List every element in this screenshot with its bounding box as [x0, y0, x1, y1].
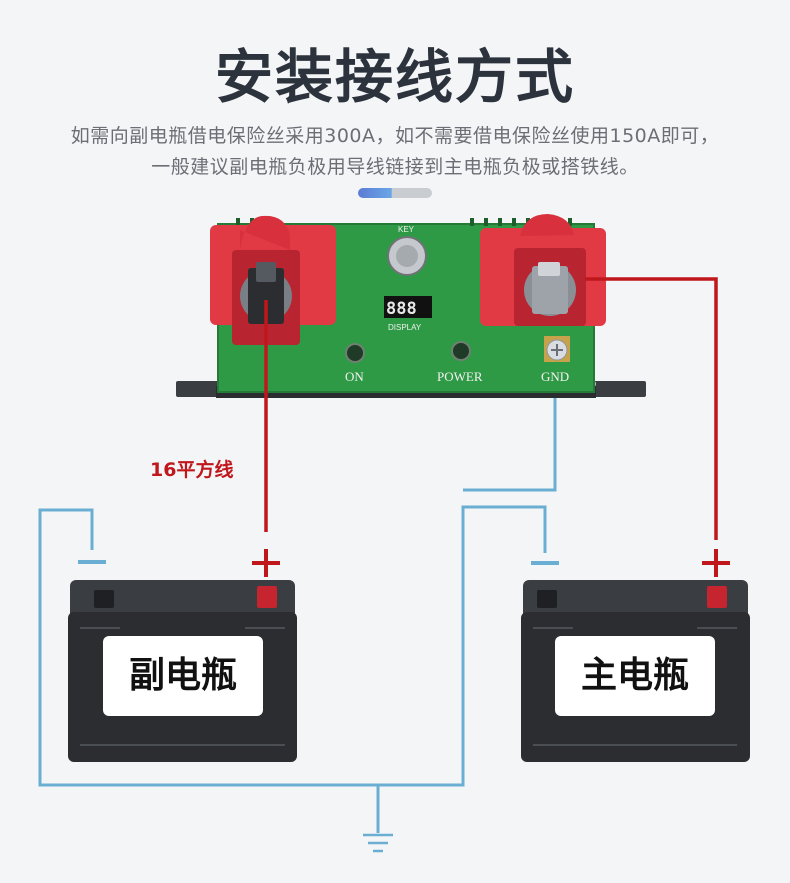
gnd-wire	[463, 385, 557, 492]
left-battery-label: 副电瓶	[103, 636, 263, 716]
left-negative-wire	[38, 505, 547, 787]
on-label: ON	[345, 369, 364, 384]
positive-wiring	[264, 277, 718, 540]
on-led	[345, 343, 365, 363]
page-title: 安装接线方式	[214, 43, 575, 111]
display-label: DISPLAY	[388, 323, 422, 332]
subtitle-line-1: 如需向副电瓶借电保险丝采用300A，如不需要借电保险丝使用150A即可，	[70, 125, 720, 147]
key-label: KEY	[398, 225, 415, 234]
converter-device: KEY 888 DISPLAY ON POWER GND	[176, 214, 646, 398]
power-label: POWER	[437, 369, 483, 384]
display-digits: 888	[386, 299, 417, 319]
gnd-label: GND	[541, 369, 569, 384]
left-positive-marker	[252, 549, 280, 577]
subtitle-line-2: 一般建议副电瓶负极用导线链接到主电瓶负极或搭铁线。	[151, 156, 639, 178]
title-divider	[358, 188, 432, 198]
right-positive-marker	[702, 549, 730, 577]
gnd-screw-icon	[544, 336, 570, 362]
power-led	[451, 341, 471, 361]
negative-wiring	[38, 385, 557, 833]
seven-segment-display	[384, 296, 432, 318]
wire-gauge-label: 16平方线	[150, 459, 234, 481]
right-terminal-cover	[480, 214, 606, 326]
mount-foot-right	[588, 381, 646, 397]
left-terminal-cover	[210, 215, 336, 345]
right-battery-label: 主电瓶	[555, 636, 715, 716]
ground-icon	[363, 833, 393, 853]
right-positive-wire	[585, 277, 718, 540]
